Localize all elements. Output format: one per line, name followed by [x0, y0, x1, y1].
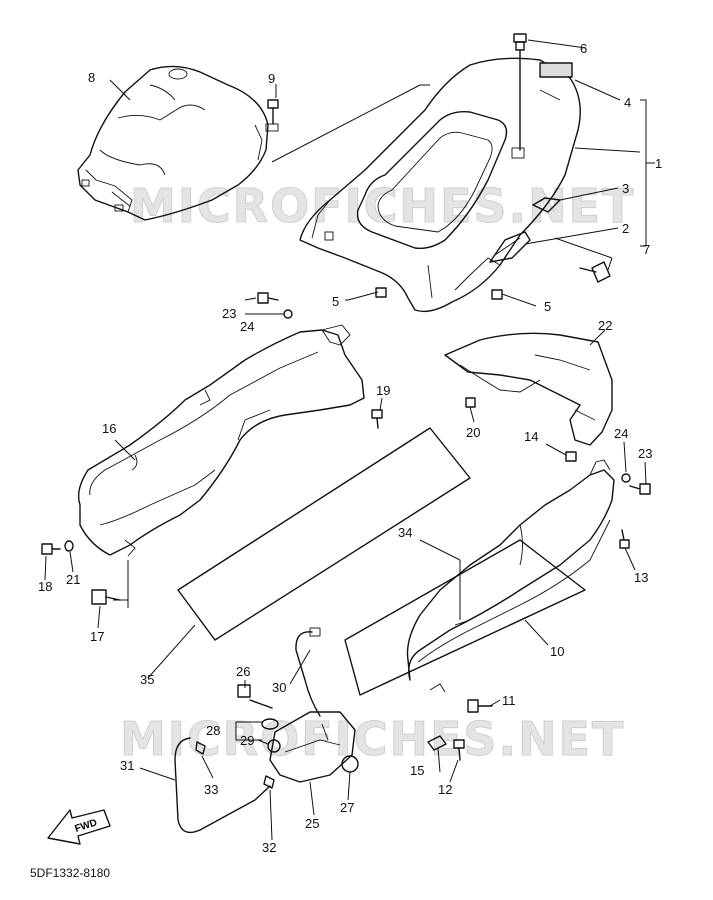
part-17-bolt [91, 589, 121, 605]
callout-25: 25 [305, 816, 319, 831]
callout-10: 10 [550, 644, 564, 659]
part-34-panel [344, 539, 586, 696]
callout-24-right: 24 [614, 426, 628, 441]
callout-5-right: 5 [544, 299, 551, 314]
callout-34: 34 [398, 525, 412, 540]
callout-7: 7 [643, 242, 650, 257]
callout-11: 11 [502, 693, 516, 708]
callout-19: 19 [376, 383, 390, 398]
part-32-clip [263, 775, 275, 789]
part-26-bolt [237, 684, 273, 709]
part-5-clip-right [491, 289, 503, 300]
leader-lines [44, 39, 655, 841]
part-23-bolt-right [629, 483, 651, 495]
part-9-screw [265, 99, 279, 132]
callout-8: 8 [88, 70, 95, 85]
callout-9: 9 [268, 71, 275, 86]
part-11-bolt [467, 699, 493, 713]
callout-21: 21 [66, 572, 80, 587]
part-30-hose [295, 631, 321, 717]
part-31-hose [174, 737, 271, 834]
callout-3: 3 [622, 181, 629, 196]
callout-35: 35 [140, 672, 154, 687]
fwd-arrow-icon: FWD [47, 809, 111, 845]
part-28-collar [261, 718, 279, 730]
callout-6: 6 [580, 41, 587, 56]
part-6-bolt [513, 33, 527, 151]
part-19-screw [371, 409, 383, 429]
part-23-bolt-left [257, 292, 279, 304]
callout-14: 14 [524, 429, 538, 444]
callouts: 8 9 6 4 1 3 2 7 5 5 23 24 22 19 20 14 24… [38, 41, 662, 855]
part-10-side-cover-right [406, 459, 615, 693]
callout-15: 15 [410, 763, 424, 778]
part-33-clip [195, 741, 206, 755]
callout-12: 12 [438, 782, 452, 797]
callout-33: 33 [204, 782, 218, 797]
callout-4: 4 [624, 95, 631, 110]
part-18-screw [41, 543, 61, 555]
callout-1: 1 [655, 156, 662, 171]
callout-24-left: 24 [240, 319, 254, 334]
part-14-clip [565, 451, 577, 462]
part-7-screw [579, 261, 611, 283]
diagram-code: 5DF1332-8180 [30, 866, 110, 880]
fwd-label: FWD [74, 817, 99, 835]
part-12-screw [453, 739, 465, 761]
callout-23-right: 23 [638, 446, 652, 461]
part-2-emblem [489, 231, 531, 263]
watermark-bottom: MICROFICHES.NET [120, 712, 625, 766]
part-25-tank [269, 711, 356, 783]
callout-16: 16 [102, 421, 116, 436]
callout-17: 17 [90, 629, 104, 644]
callout-28: 28 [206, 723, 220, 738]
callout-32: 32 [262, 840, 276, 855]
part-20-clip [465, 397, 476, 408]
callout-23-left: 23 [222, 306, 236, 321]
part-4-tail-cowl [299, 57, 581, 313]
callout-26: 26 [236, 664, 250, 679]
watermark-top: MICROFICHES.NET [130, 179, 635, 233]
callout-2: 2 [622, 221, 629, 236]
part-4-decal [539, 62, 573, 78]
callout-5-left: 5 [332, 294, 339, 309]
part-35-panel [177, 427, 471, 641]
callout-31: 31 [120, 758, 134, 773]
callout-30: 30 [272, 680, 286, 695]
part-21-washer [64, 540, 74, 552]
callout-27: 27 [340, 800, 354, 815]
part-29-damper [267, 739, 281, 753]
part-8-cover [77, 65, 269, 221]
part-30-hose-end [309, 627, 321, 637]
callout-29: 29 [240, 733, 254, 748]
callout-13: 13 [634, 570, 648, 585]
part-16-side-cover-left [77, 324, 365, 557]
part-22-rear-cover [444, 332, 613, 446]
part-24-washer-left [283, 309, 293, 319]
callout-18: 18 [38, 579, 52, 594]
callout-22: 22 [598, 318, 612, 333]
part-15-washer [427, 735, 447, 751]
part-13-screw [619, 529, 630, 549]
part-24-washer-right [621, 473, 631, 483]
callout-20: 20 [466, 425, 480, 440]
